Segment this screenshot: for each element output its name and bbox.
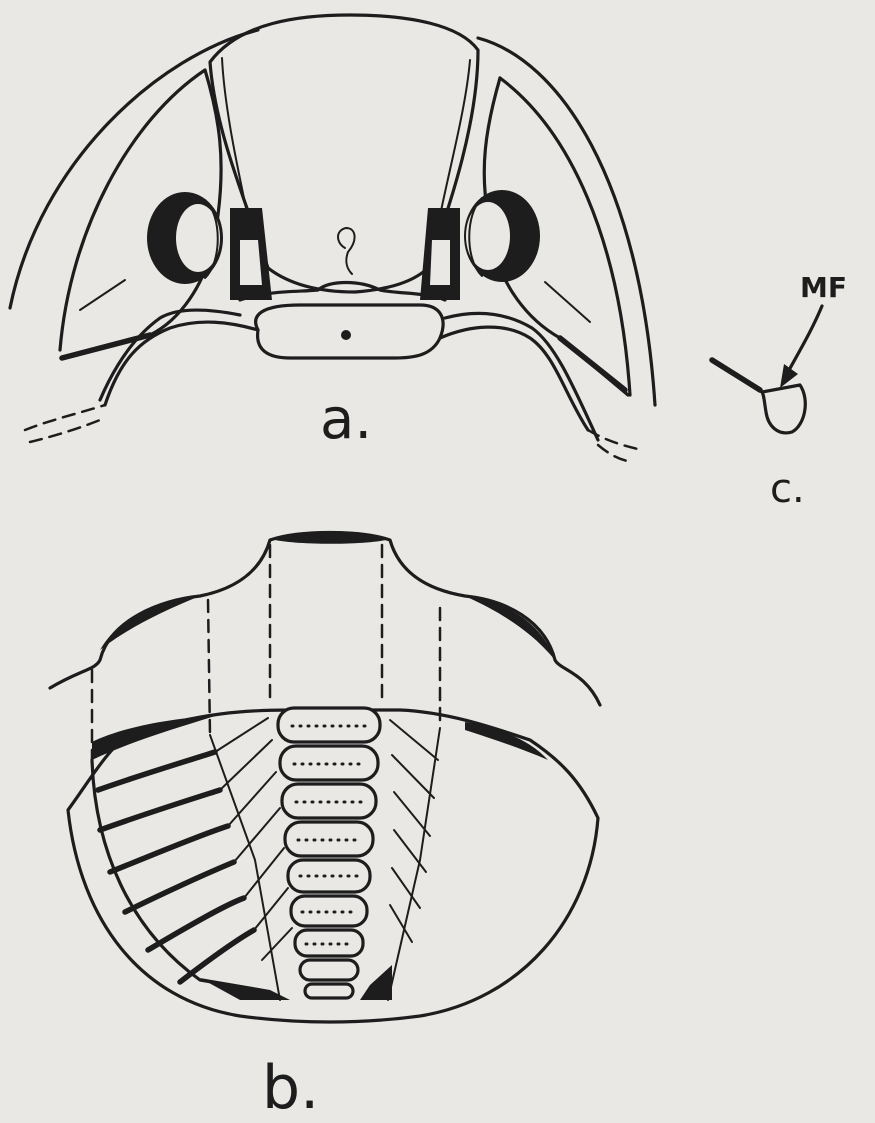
- pleural-rib-1: [98, 752, 215, 790]
- left-pleural-shade: [100, 596, 200, 650]
- left-dashed-continuation: [25, 405, 105, 430]
- occipital-node: [341, 330, 351, 340]
- right-eye: [464, 190, 540, 282]
- pygidium-lower-right-shade: [360, 965, 392, 1000]
- pleural-rib-2: [100, 790, 220, 830]
- mf-arrow-shaft: [788, 306, 822, 372]
- right-pleural-shade: [465, 596, 555, 660]
- pygidial-axis: [278, 708, 380, 998]
- pygidium-right-border-shade: [465, 722, 548, 760]
- pygidium-inner-border: [92, 760, 260, 990]
- label-b: b.: [262, 1053, 319, 1123]
- pleural-rib-5: [148, 898, 244, 950]
- axial-ring-shade: [275, 531, 386, 544]
- cephalon-inner-border: [60, 70, 630, 395]
- left-eye: [147, 192, 223, 284]
- figure-b-pygidium: b.: [50, 531, 600, 1123]
- left-dashed-continuation-2: [30, 420, 100, 442]
- pleural-rib-3: [110, 826, 228, 872]
- glabellar-node: [338, 228, 355, 274]
- figure-a-cephalon: a.: [10, 15, 655, 462]
- right-dashed-continuation-2: [598, 445, 632, 462]
- pleural-rib-6: [180, 930, 254, 982]
- left-posterior-border: [105, 322, 258, 405]
- left-genal-shade: [62, 335, 150, 358]
- figure-c-detail: MF c.: [712, 271, 847, 512]
- label-a: a.: [320, 387, 372, 452]
- pleural-rib-4: [125, 862, 234, 912]
- label-mf: MF: [800, 271, 847, 304]
- label-c: c.: [770, 466, 805, 512]
